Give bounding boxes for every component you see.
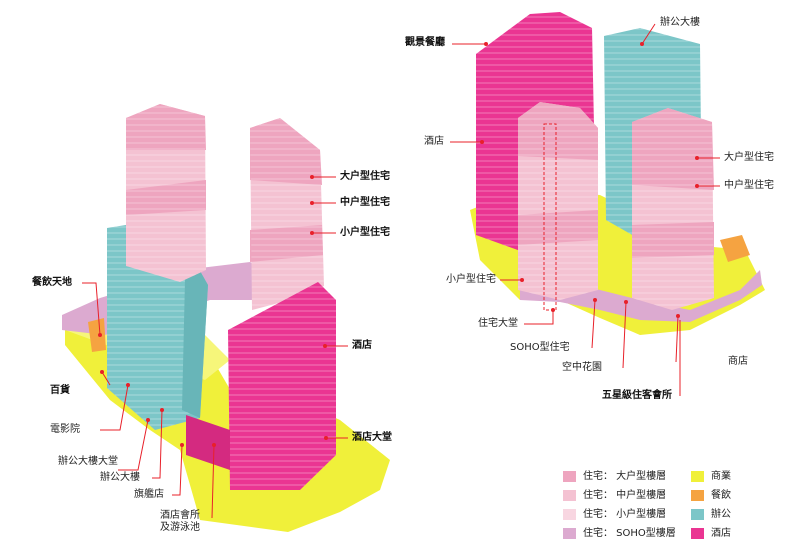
- legend-label: 餐飲: [711, 490, 731, 501]
- leader-dots: [98, 42, 699, 447]
- legend-label: 住宅： 中户型樓層: [583, 490, 667, 501]
- label-residential-lobby: 住宅大堂: [478, 318, 518, 329]
- label-hotel-lobby: 酒店大堂: [352, 432, 392, 443]
- label-cinema: 電影院: [50, 424, 80, 435]
- legend-label: 商業: [711, 471, 731, 482]
- label-hotel-right: 酒店: [424, 136, 444, 147]
- legend-swatch: [691, 528, 704, 539]
- legend-swatch: [563, 509, 576, 520]
- label-viewing-restaurant: 觀景餐廳: [405, 37, 445, 48]
- label-office-lobby: 辦公大樓大堂: [58, 456, 118, 467]
- label-hotel-left: 酒店: [352, 340, 372, 351]
- label-shop: 商店: [728, 356, 748, 367]
- legend-label: 辦公: [711, 509, 731, 520]
- legend-label: 住宅： 大户型樓層: [583, 471, 667, 482]
- legend-label: 住宅： 小户型樓層: [583, 509, 667, 520]
- label-flagship-store: 旗艦店: [134, 489, 164, 500]
- right-podium-dining: [720, 235, 750, 262]
- label-office-tower-right: 辦公大樓: [660, 17, 700, 28]
- label-medium-unit-left: 中户型住宅: [340, 197, 390, 208]
- label-large-unit-left: 大户型住宅: [340, 171, 390, 182]
- legend-swatch: [563, 490, 576, 501]
- label-large-unit-right: 大户型住宅: [724, 152, 774, 163]
- label-small-unit-left: 小户型住宅: [340, 227, 390, 238]
- legend-swatch: [691, 490, 704, 501]
- left-complex: [62, 104, 390, 532]
- right-podium-soho: [520, 270, 762, 322]
- label-department-store: 百貨: [50, 385, 70, 396]
- label-five-star-club: 五星級住客會所: [602, 390, 672, 401]
- label-hotel-club: 酒店會所 及游泳池: [160, 510, 200, 533]
- legend-swatch: [563, 528, 576, 539]
- right-complex: [470, 12, 765, 335]
- leader-lines: [82, 23, 720, 519]
- legend-swatch: [691, 471, 704, 482]
- label-medium-unit-right: 中户型住宅: [724, 180, 774, 191]
- label-office-tower-left: 辦公大樓: [100, 472, 140, 483]
- residential-lobby-core: [543, 123, 557, 311]
- label-dining-left: 餐飲天地: [32, 277, 72, 288]
- legend-label: 住宅： SOHO型樓層: [583, 528, 676, 539]
- label-soho-unit: SOHO型住宅: [510, 342, 570, 353]
- legend-label: 酒店: [711, 528, 731, 539]
- left-podium-dining: [88, 318, 106, 352]
- legend-swatch: [563, 471, 576, 482]
- label-small-unit-right: 小户型住宅: [446, 274, 496, 285]
- legend-swatch: [691, 509, 704, 520]
- label-sky-garden: 空中花園: [562, 362, 602, 373]
